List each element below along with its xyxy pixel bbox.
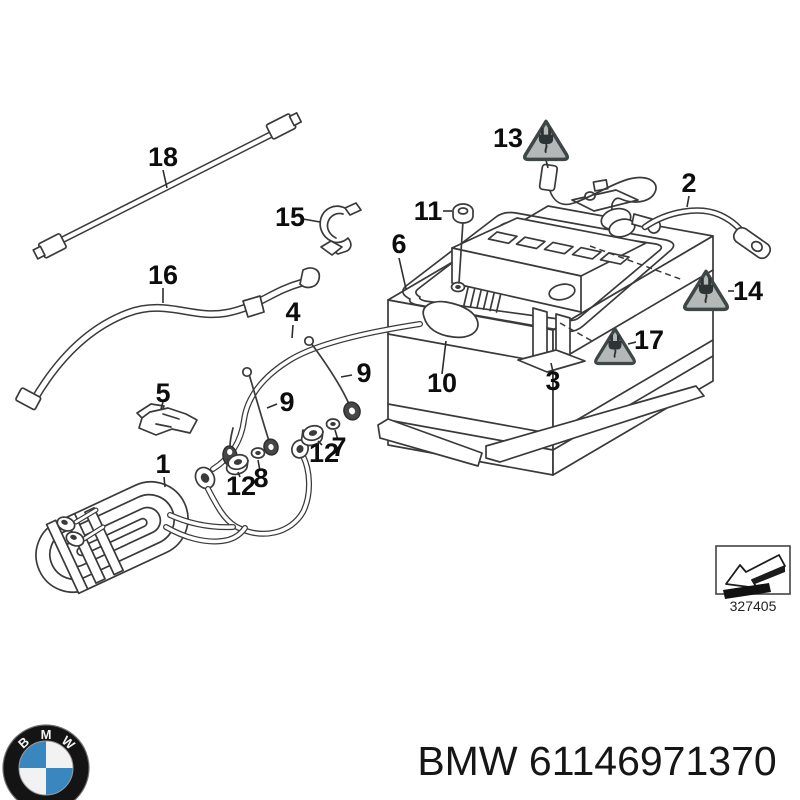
leader-triangle-13: [545, 159, 549, 169]
leader-9-right: [340, 374, 353, 378]
leader-10: [441, 340, 447, 375]
callout-12-right[interactable]: 12: [309, 438, 339, 468]
callout-7[interactable]: 7: [331, 432, 346, 462]
terminal-clamp: [571, 178, 661, 238]
callout-14[interactable]: 14: [733, 276, 763, 306]
callout-1[interactable]: 1: [155, 449, 170, 479]
callout-17[interactable]: 17: [634, 325, 664, 355]
leader-15: [302, 218, 321, 223]
leader-7: [334, 429, 339, 441]
leader-9-left: [266, 403, 278, 409]
leader-17: [627, 341, 637, 345]
part-18-cable: [32, 112, 303, 260]
callout-2[interactable]: 2: [681, 168, 696, 198]
part-11-nut: [452, 203, 474, 224]
part-2-cable: [641, 207, 772, 260]
grommet-12-left: [225, 453, 249, 476]
ref-box: 327405: [715, 545, 791, 614]
callout-9-right[interactable]: 9: [356, 358, 371, 388]
ref-code: 327405: [730, 598, 777, 614]
callout-8[interactable]: 8: [253, 463, 268, 493]
part-3-holder: [517, 307, 586, 373]
part-5-bracket: [136, 403, 198, 436]
plug-connector-13: [538, 163, 657, 210]
leader-2: [686, 195, 690, 208]
leader-12-right: [317, 440, 323, 446]
leader-18: [162, 169, 168, 189]
leader-8: [257, 459, 261, 472]
leader-6: [398, 257, 407, 290]
callout-11[interactable]: 11: [414, 196, 443, 226]
callout-18[interactable]: 18: [148, 142, 178, 172]
leader-12-left: [237, 471, 241, 478]
part-number-text: BMW 61146971370: [417, 738, 776, 784]
callout-13[interactable]: 13: [493, 123, 523, 153]
battery-skid-rail-right: [485, 385, 705, 463]
wire-9-left: [241, 366, 279, 456]
warning-triangle-13: [522, 119, 570, 162]
leader-5: [160, 401, 164, 410]
callout-5[interactable]: 5: [155, 378, 170, 408]
callout-3[interactable]: 3: [545, 366, 560, 396]
washer-8: [250, 447, 266, 459]
callout-16[interactable]: 16: [148, 260, 178, 290]
leader-1: [163, 476, 166, 488]
washer-7: [325, 418, 341, 430]
direction-arrow-icon: [723, 554, 786, 599]
fuse-slots: [487, 231, 630, 265]
callout-9-left[interactable]: 9: [279, 387, 294, 417]
bolt-axis-line: [458, 220, 464, 284]
callout-6[interactable]: 6: [391, 229, 406, 259]
battery-skid-rail-left: [377, 418, 483, 467]
part-10-cover: [422, 300, 479, 339]
part-16-cable: [15, 267, 321, 411]
vent-grille: [463, 287, 502, 313]
callout-15[interactable]: 15: [275, 202, 305, 232]
dash-to-17: [559, 322, 593, 342]
callout-4[interactable]: 4: [285, 297, 300, 327]
callout-12-left[interactable]: 12: [226, 471, 256, 501]
distribution-box: [450, 217, 647, 313]
leader-4: [291, 324, 294, 339]
part-15-clip: [319, 202, 362, 256]
dash-to-14: [589, 245, 684, 281]
callout-10[interactable]: 10: [427, 368, 457, 398]
leader-3: [550, 362, 554, 373]
part-1-coil-cable: [35, 480, 248, 595]
logo-letter-m: M: [41, 727, 52, 742]
bmw-logo: B M W: [2, 724, 90, 800]
wire-9-right: [303, 335, 361, 421]
